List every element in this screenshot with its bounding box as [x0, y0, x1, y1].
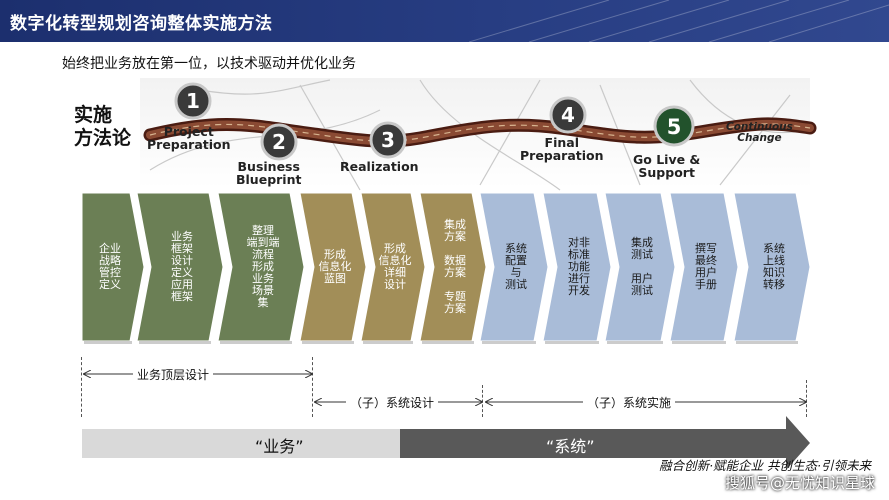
svg-text:5: 5 — [667, 115, 682, 139]
step-label-2: 业务 框架 设计 定义 应用 框架 — [171, 230, 193, 303]
step-label-9: 集成 测试 用户 测试 — [631, 236, 653, 297]
step-label-3: 整理 端到端 流程 形成 业务 场景 集 — [246, 224, 280, 309]
step-label-7: 系统 配置 与 测试 — [505, 242, 527, 291]
phase-label-system-design: （子）系统设计 — [346, 394, 439, 411]
page-title: 数字化转型规划咨询整体实施方法 — [10, 14, 273, 34]
bar-label-system: “系统” — [546, 437, 595, 456]
phase-label-system-impl: （子）系统实施 — [583, 394, 676, 411]
milestone-5: 5 — [653, 105, 695, 147]
methodology-label-line-1: 实施 — [74, 104, 113, 126]
step-shadow-11 — [736, 341, 798, 344]
step-shadow-7 — [482, 341, 536, 344]
svg-text:1: 1 — [186, 89, 200, 113]
step-shadow-2 — [139, 341, 211, 344]
milestone-1: 1 — [174, 82, 212, 120]
svg-text:4: 4 — [561, 103, 575, 127]
phase-divider-left — [81, 357, 82, 417]
bar-label-business: “业务” — [255, 437, 304, 456]
methodology-label: 实施 方法论 — [74, 104, 138, 150]
map-lines — [149, 79, 806, 191]
svg-text:3: 3 — [381, 128, 395, 152]
step-shadow-8 — [545, 341, 599, 344]
step-shadow-5 — [363, 341, 413, 344]
milestone-2: 2 — [260, 123, 298, 161]
stage-label-go-live: Go Live &Support — [633, 152, 701, 180]
step-shadow-3 — [220, 341, 292, 344]
step-label-5: 形成 信息化 详细 设计 — [378, 242, 412, 291]
step-label-8: 对非 标准 功能 进行 开发 — [568, 236, 590, 297]
svg-text:2: 2 — [272, 130, 286, 154]
subtitle: 始终把业务放在第一位，以技术驱动并优化业务 — [62, 56, 356, 72]
step-label-11: 系统 上线 知识 转移 — [763, 242, 785, 291]
roadmap-illustration: 1 2 3 4 5 — [140, 78, 817, 191]
stage-label-realization: Realization — [340, 159, 419, 174]
milestone-3: 3 — [369, 121, 407, 159]
system-arrow — [400, 416, 810, 470]
step-label-6: 集成 方案 数据 方案 专题 方案 — [444, 218, 466, 315]
step-label-4: 形成 信息化 蓝图 — [318, 248, 352, 285]
phase-label-top-layer: 业务顶层设计 — [133, 366, 214, 383]
step-shadow-9 — [607, 341, 663, 344]
title-bar: 数字化转型规划咨询整体实施方法 — [0, 0, 889, 42]
methodology-label-line-2: 方法论 — [74, 127, 132, 149]
step-shadow-1 — [84, 341, 132, 344]
step-shadow-10 — [672, 341, 726, 344]
step-shadow-6 — [422, 341, 474, 344]
step-label-1: 企业 战略 管控 定义 — [99, 242, 121, 291]
business-bar — [82, 429, 400, 458]
phase-divider-mid — [312, 357, 313, 417]
step-label-10: 撰写 最终 用户 手册 — [695, 242, 717, 291]
milestone-4: 4 — [549, 96, 587, 134]
watermark: 搜狐号@无忧知识星球 — [724, 474, 875, 492]
step-shadow-4 — [302, 341, 354, 344]
footer-slogan: 融合创新·赋能企业 共创生态·引领未来 — [659, 458, 871, 473]
header-decoration — [469, 0, 889, 42]
